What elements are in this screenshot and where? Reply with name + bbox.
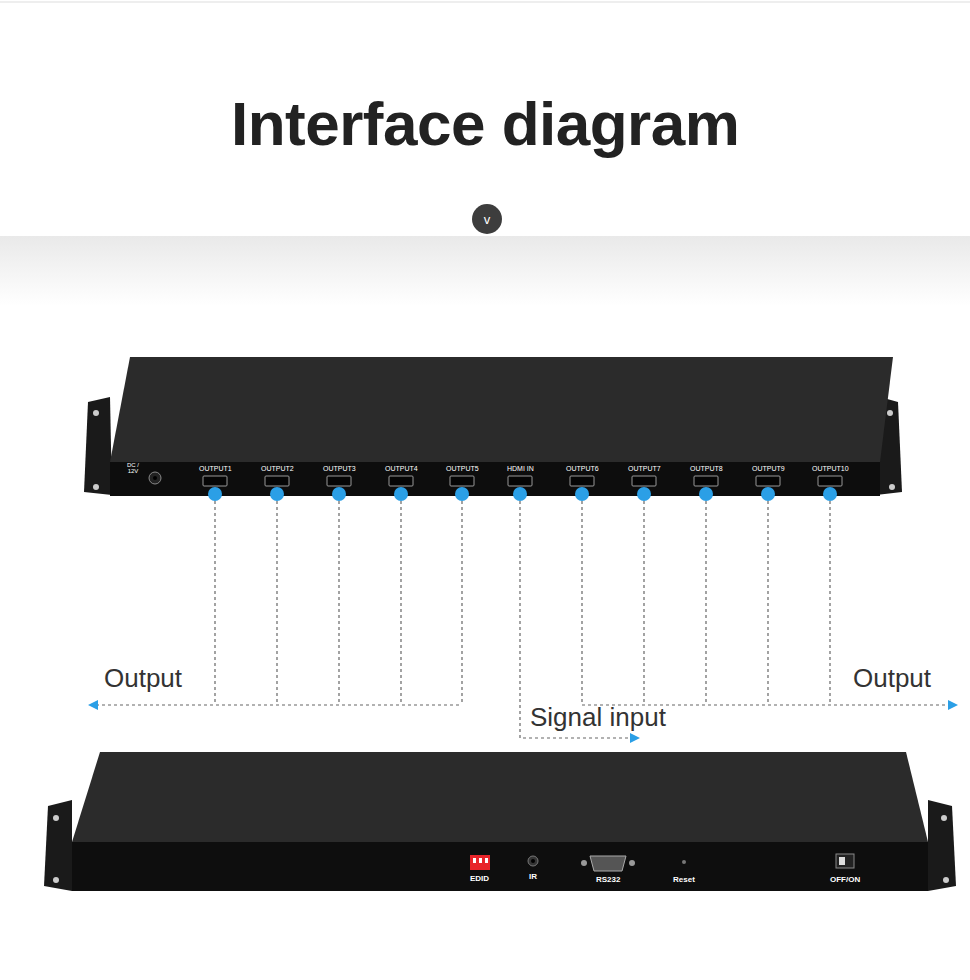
rear-label: EDID xyxy=(470,874,489,883)
rear-label: IR xyxy=(529,872,537,881)
callout-text: Signal input xyxy=(530,703,666,733)
front-device xyxy=(84,357,902,496)
port-label: OUTPUT6 xyxy=(566,465,599,472)
callout-text: Output xyxy=(853,664,931,694)
port-label: OUTPUT8 xyxy=(690,465,723,472)
shade-band xyxy=(0,236,970,306)
port-label: OUTPUT10 xyxy=(812,465,849,472)
power-label: DC / 12V xyxy=(126,462,140,475)
leader-lines xyxy=(96,501,948,738)
port-dots xyxy=(88,487,958,743)
hdmi-ports xyxy=(203,476,842,486)
port-label: OUTPUT9 xyxy=(752,465,785,472)
port-label: OUTPUT7 xyxy=(628,465,661,472)
port-label: OUTPUT5 xyxy=(446,465,479,472)
top-rule xyxy=(0,2,970,3)
rear-label: RS232 xyxy=(596,875,620,884)
port-label: OUTPUT4 xyxy=(385,465,418,472)
rear-label: Reset xyxy=(673,875,695,884)
scroll-badge: v xyxy=(472,204,502,234)
callout-text: Output xyxy=(104,664,182,694)
port-label: OUTPUT2 xyxy=(261,465,294,472)
port-label: HDMI IN xyxy=(507,465,534,472)
port-label: OUTPUT1 xyxy=(199,465,232,472)
rear-label: OFF/ON xyxy=(830,875,860,884)
rear-device xyxy=(44,752,956,891)
diagram-title: Interface diagram xyxy=(231,88,739,159)
port-label: OUTPUT3 xyxy=(323,465,356,472)
badge-text: v xyxy=(484,213,491,226)
